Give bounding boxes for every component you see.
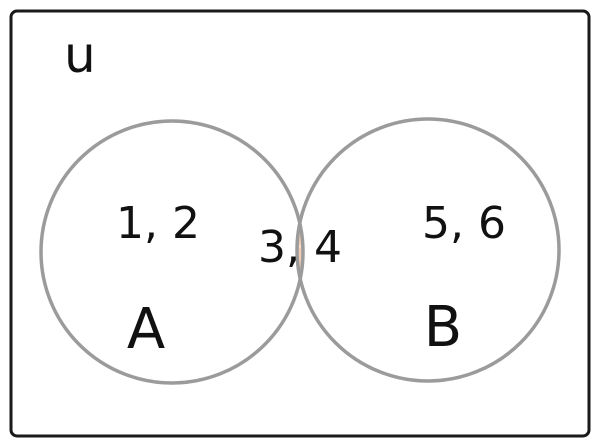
set-a-label: A (127, 297, 165, 362)
universe-label: u (64, 26, 96, 84)
set-b-label: B (424, 295, 462, 360)
intersection-elements: 3, 4 (258, 222, 342, 273)
set-a-circle (39, 119, 305, 385)
set-b-only-elements: 5, 6 (422, 198, 506, 249)
set-b-circle (295, 117, 561, 383)
set-a-only-elements: 1, 2 (116, 198, 200, 249)
